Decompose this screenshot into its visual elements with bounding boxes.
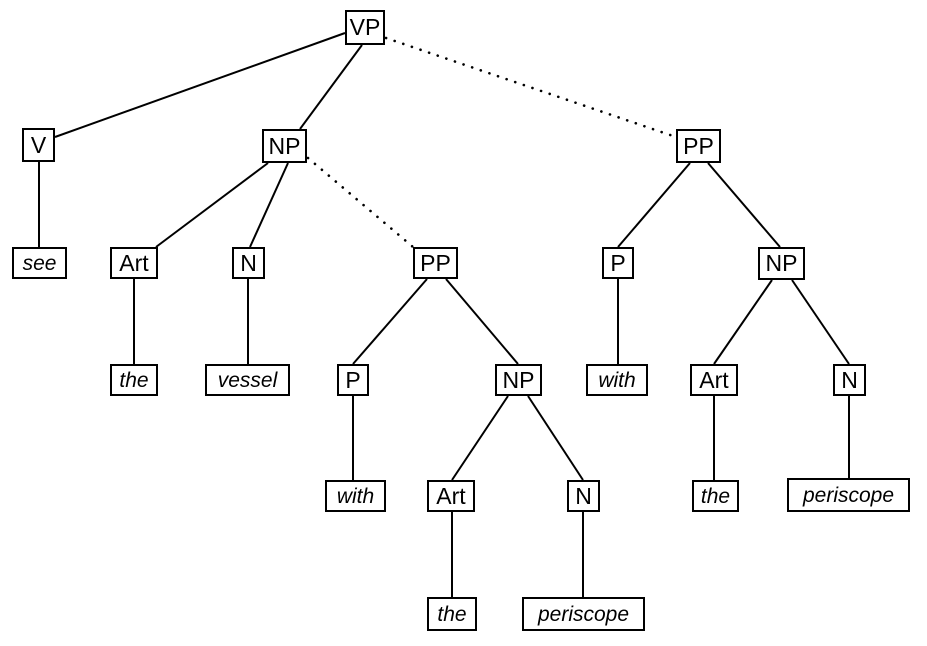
node-label: Art [699, 366, 729, 393]
tree-edge-np_right-to-art_r [713, 279, 773, 365]
node-label: N [240, 249, 257, 276]
tree-edge-np_mid-to-n_m [527, 395, 584, 481]
category-node-p_right[interactable]: P [602, 247, 634, 279]
node-label: Art [436, 482, 466, 509]
category-node-v[interactable]: V [22, 128, 55, 162]
category-node-n_m[interactable]: N [567, 480, 600, 512]
tree-edge-vp-to-v [54, 32, 346, 138]
tree-edge-np1-to-art1 [155, 162, 269, 248]
node-label: V [30, 131, 47, 158]
tree-edge-vp-to-pp_right [384, 36, 678, 139]
node-label: NP [502, 366, 535, 393]
category-node-pp_right[interactable]: PP [676, 129, 721, 163]
node-label: P [345, 366, 361, 393]
node-label: vessel [217, 368, 278, 392]
node-label: with [598, 368, 636, 392]
category-node-art_m[interactable]: Art [427, 480, 475, 512]
tree-edge-pp_mid-to-np_mid [445, 278, 519, 365]
node-label: N [841, 366, 858, 393]
tree-edge-np1-to-n1 [249, 162, 289, 248]
node-label: NP [765, 250, 798, 276]
node-label: NP [268, 132, 301, 159]
category-node-vp[interactable]: VP [345, 10, 385, 45]
leaf-node-vessel[interactable]: vessel [205, 364, 290, 396]
tree-edge-vp-to-np1 [299, 44, 363, 130]
node-label: Art [119, 249, 149, 276]
tree-edge-np1-to-pp_mid [306, 156, 415, 249]
node-label: with [336, 484, 375, 508]
node-label: the [119, 368, 149, 392]
leaf-node-the_r[interactable]: the [692, 480, 739, 512]
category-node-np_right[interactable]: NP [758, 247, 805, 280]
node-label: see [22, 251, 57, 275]
category-node-art1[interactable]: Art [110, 247, 158, 279]
tree-edge-np_right-to-n_r [791, 279, 850, 365]
category-node-np1[interactable]: NP [262, 129, 307, 163]
leaf-node-with_m[interactable]: with [325, 480, 386, 512]
category-node-art_r[interactable]: Art [690, 364, 738, 396]
leaf-node-see[interactable]: see [12, 247, 67, 279]
category-node-n_r[interactable]: N [833, 364, 866, 396]
leaf-node-the_m[interactable]: the [427, 597, 477, 631]
leaf-node-periscope_m[interactable]: periscope [522, 597, 645, 631]
node-label: N [575, 482, 592, 509]
category-node-p_mid[interactable]: P [337, 364, 369, 396]
node-label: VP [349, 14, 381, 40]
node-label: periscope [802, 483, 895, 507]
category-node-pp_mid[interactable]: PP [413, 247, 458, 279]
leaf-node-with_r[interactable]: with [586, 364, 648, 396]
tree-edge-pp_mid-to-p_mid [352, 278, 428, 365]
tree-edge-np_mid-to-art_m [451, 395, 509, 481]
category-node-n1[interactable]: N [232, 247, 265, 279]
tree-edge-pp_right-to-p_right [617, 162, 691, 248]
node-label: the [700, 484, 731, 508]
leaf-node-the1[interactable]: the [110, 364, 158, 396]
leaf-node-periscope_r[interactable]: periscope [787, 478, 910, 512]
node-label: the [437, 602, 467, 626]
node-label: P [610, 249, 626, 276]
node-label: PP [683, 132, 714, 159]
tree-edge-pp_right-to-np_right [707, 162, 781, 248]
category-node-np_mid[interactable]: NP [495, 364, 542, 396]
node-label: periscope [537, 602, 630, 626]
node-label: PP [420, 249, 451, 276]
